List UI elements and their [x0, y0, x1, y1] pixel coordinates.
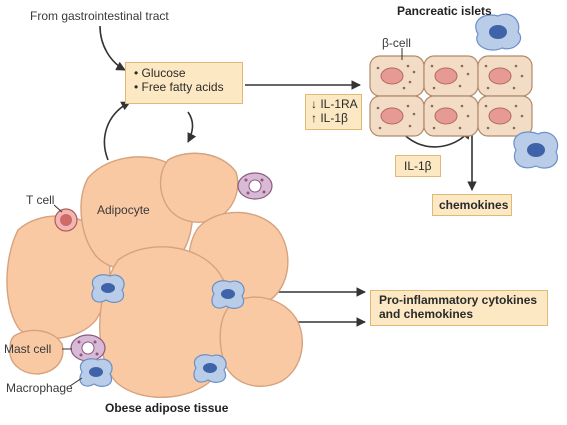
macrophage-pointer: [69, 377, 83, 387]
islet-chemokines-box: chemokines: [432, 194, 512, 216]
il1ra-change: ↓ IL-1RA: [311, 97, 358, 111]
adipose-macrophage: [79, 358, 113, 387]
beta-cell-nuclei: [380, 67, 512, 125]
il1b-change: ↑ IL-1β: [311, 111, 348, 125]
adipose-macrophage: [91, 274, 125, 303]
il1-change-box: ↓ IL-1RA ↑ IL-1β: [305, 94, 362, 130]
adipocyte: [9, 329, 64, 375]
macrophage-label: Macrophage: [6, 381, 73, 395]
source-label: From gastrointestinal tract: [30, 9, 169, 23]
adipose-macrophage: [211, 280, 245, 309]
adipose-title: Obese adipose tissue: [105, 401, 229, 415]
mast-cell-label: Mast cell: [4, 342, 52, 356]
beta-cell-label: β-cell: [382, 36, 411, 50]
islet-chemokines-label: chemokines: [439, 198, 509, 212]
t-cell-pointer: [53, 204, 63, 213]
islet-macrophage: [513, 131, 559, 169]
nutrient-glucose: • Glucose: [134, 66, 186, 80]
islets-title: Pancreatic islets: [397, 4, 492, 18]
insulin-granules: [376, 64, 524, 130]
adipocyte: [6, 215, 111, 340]
il1b-label: IL-1β: [404, 159, 432, 173]
il1b-box: IL-1β: [395, 155, 441, 177]
arrow-nutrients-to-adipose: [187, 111, 197, 143]
arrow-adipose-to-nutrients: [103, 101, 131, 161]
islet-macrophage: [475, 13, 522, 51]
cytokines-line-2: and chemokines: [379, 307, 474, 321]
mast-cell: [70, 334, 106, 362]
adipocyte: [219, 296, 303, 387]
adipocyte: [159, 152, 239, 223]
nutrient-fatty-acids: • Free fatty acids: [134, 80, 224, 94]
adipose-macrophage: [193, 354, 227, 383]
mast-cell: [237, 172, 273, 200]
cytokines-box: Pro-inflammatory cytokines and chemokine…: [370, 290, 548, 326]
t-cell-label: T cell: [26, 193, 55, 207]
t-cell: [54, 208, 78, 232]
arrow-gi-to-nutrients: [99, 25, 126, 71]
adipocyte-label: Adipocyte: [97, 203, 150, 217]
cytokines-line-1: Pro-inflammatory cytokines: [379, 293, 538, 307]
nutrients-box: • Glucose • Free fatty acids: [125, 62, 243, 104]
